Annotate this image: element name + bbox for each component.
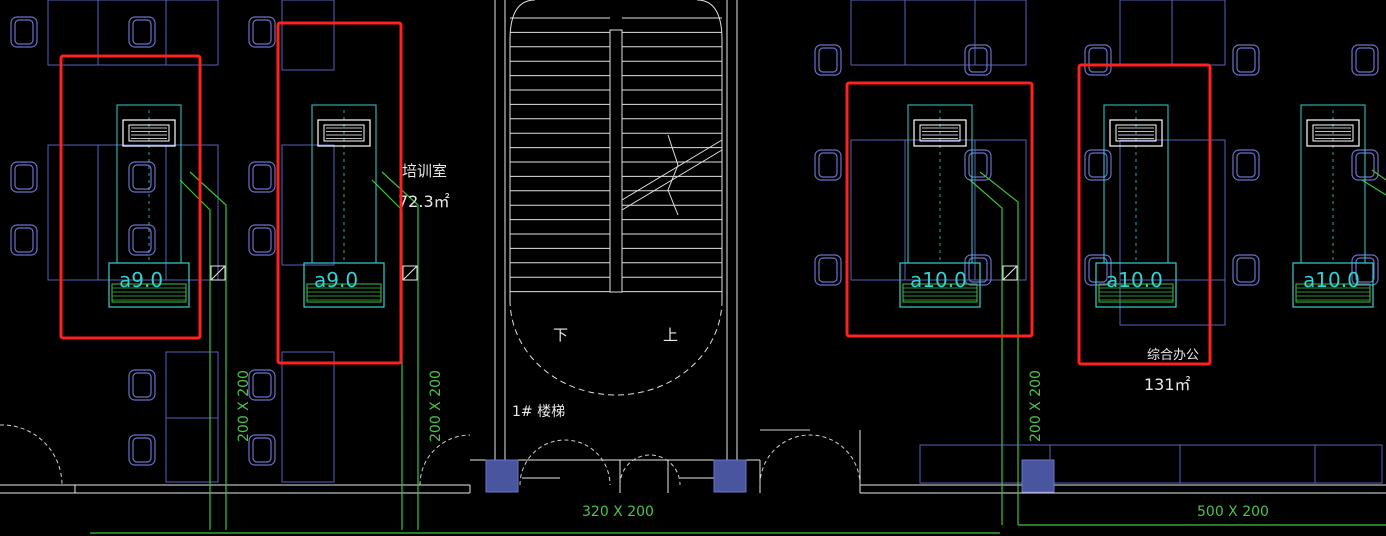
chair-icon xyxy=(248,16,276,48)
stair-1 xyxy=(509,0,723,396)
chair-icon xyxy=(1232,254,1260,286)
supply-grille-icon xyxy=(317,119,371,147)
chair-icon xyxy=(128,369,156,401)
office-room-name: 综合办公 xyxy=(1147,348,1199,363)
highlight-box-2 xyxy=(276,21,403,365)
highlight-boxes xyxy=(59,21,1212,366)
riser-1-size: 200 X 200 xyxy=(236,370,252,442)
chair-icon xyxy=(964,44,992,76)
chair-icon xyxy=(1351,44,1379,76)
highlight-box-1 xyxy=(59,54,202,340)
fan-coil-unit: a10.0 xyxy=(1095,104,1177,308)
chair-icon xyxy=(10,16,38,48)
stair-up-label: 上 xyxy=(663,326,678,344)
chair-icon xyxy=(248,224,276,256)
fan-coil-label: a9.0 xyxy=(314,268,358,292)
fan-coil-label: a9.0 xyxy=(119,268,163,292)
riser-3-size: 200 X 200 xyxy=(1028,370,1044,442)
chair-icon xyxy=(128,224,156,256)
chair-icon xyxy=(814,44,842,76)
chair-icons xyxy=(10,16,1379,466)
chair-icon xyxy=(248,369,276,401)
chair-icon xyxy=(814,149,842,181)
office-room-area: 131㎡ xyxy=(1144,375,1191,394)
stair-name: 1# 楼梯 xyxy=(512,404,565,420)
chair-icon xyxy=(1084,254,1112,286)
duct-size-labels: 200 X 200 200 X 200 200 X 200 320 X 200 … xyxy=(236,370,1269,520)
training-room-name: 培训室 xyxy=(402,162,447,180)
fan-coil-label: a10.0 xyxy=(910,268,967,292)
office-furniture xyxy=(47,0,1383,484)
fan-coil-unit: a9.0 xyxy=(108,104,190,308)
training-room-area: 72.3㎡ xyxy=(398,192,450,211)
highlight-box-4 xyxy=(1077,63,1212,366)
riser-2-size: 200 X 200 xyxy=(428,370,444,442)
chair-icon xyxy=(814,254,842,286)
fan-coil-label: a10.0 xyxy=(1106,268,1163,292)
chair-icon xyxy=(248,434,276,466)
chair-icon xyxy=(128,16,156,48)
main-duct-1-size: 320 X 200 xyxy=(582,504,654,520)
supply-grille-icon xyxy=(1109,119,1163,147)
chair-icon xyxy=(128,161,156,193)
chair-icon xyxy=(10,224,38,256)
chair-icon xyxy=(1232,149,1260,181)
fan-coil-unit: a10.0 xyxy=(1292,104,1374,308)
stair-down-label: 下 xyxy=(553,326,568,344)
main-duct-2-size: 500 X 200 xyxy=(1197,504,1269,520)
supply-grille-icon xyxy=(1306,119,1360,147)
supply-grille-icon xyxy=(913,119,967,147)
door-swings xyxy=(0,424,861,486)
walls xyxy=(0,0,1386,494)
fan-coil-label: a10.0 xyxy=(1303,268,1360,292)
structural-columns xyxy=(485,459,1055,493)
chair-icon xyxy=(964,254,992,286)
chair-icon xyxy=(10,161,38,193)
chair-icon xyxy=(1084,44,1112,76)
chair-icon xyxy=(128,434,156,466)
damper-icons xyxy=(210,265,1018,281)
supply-grille-icon xyxy=(122,119,176,147)
fan-coil-unit: a9.0 xyxy=(303,104,385,308)
highlight-box-3 xyxy=(845,81,1034,338)
chair-icon xyxy=(1232,44,1260,76)
chair-icon xyxy=(248,161,276,193)
fan-coil-units: a9.0 a9.0 a10.0 a10.0 a10.0 xyxy=(108,104,1374,308)
chair-icon xyxy=(964,149,992,181)
fan-coil-unit: a10.0 xyxy=(899,104,981,308)
chair-icon xyxy=(1084,149,1112,181)
room-labels: 培训室 72.3㎡ 综合办公 131㎡ 1# 楼梯 下 上 xyxy=(398,162,1199,420)
